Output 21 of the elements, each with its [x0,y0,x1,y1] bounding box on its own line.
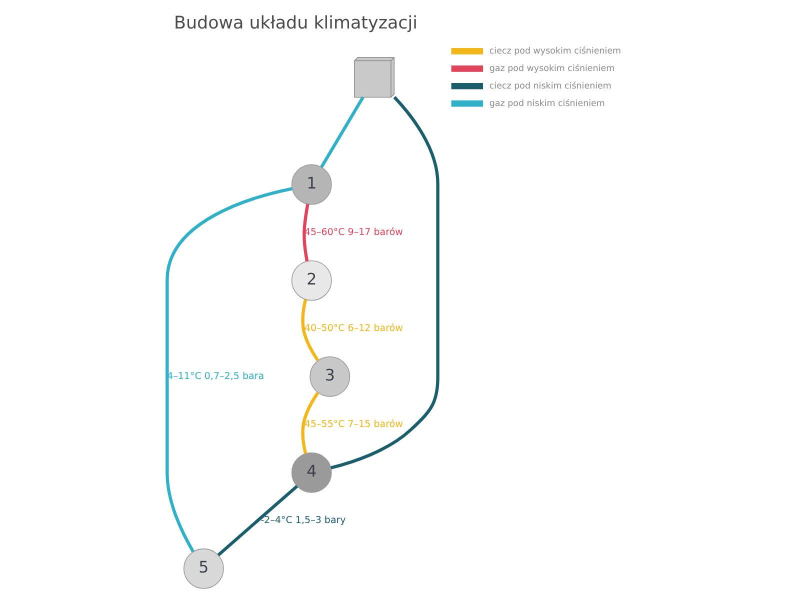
connector [302,204,309,262]
node-circle: 4 [290,452,332,493]
legend-label: ciecz pod niskim ciśnieniem [488,81,611,92]
node-circle: 5 [182,548,224,589]
node-circle: 3 [309,356,350,397]
connector [165,187,292,552]
edge-label: -2–4°C 1,5–3 bary [260,515,346,526]
edge-label: 4–11°C 0,7–2,5 bara [166,371,264,382]
edge-label: 45–55°C 7–15 barów [304,419,402,430]
connector [300,392,319,454]
diagram-title: Budowa układu klimatyzacji [174,14,417,34]
node-circle: 2 [290,260,332,301]
connector [216,484,298,556]
legend-label: gaz pod niskim ciśnieniem [488,98,604,109]
legend-label: ciecz pod wysokim ciśnieniem [488,46,621,56]
connector [300,299,319,362]
edge-label: 40–50°C 6–12 barów [304,323,402,334]
connector [330,96,439,470]
node-circle: 1 [290,164,332,205]
legend-label: gaz pod wysokim ciśnieniem [488,64,614,74]
connector [320,96,364,168]
